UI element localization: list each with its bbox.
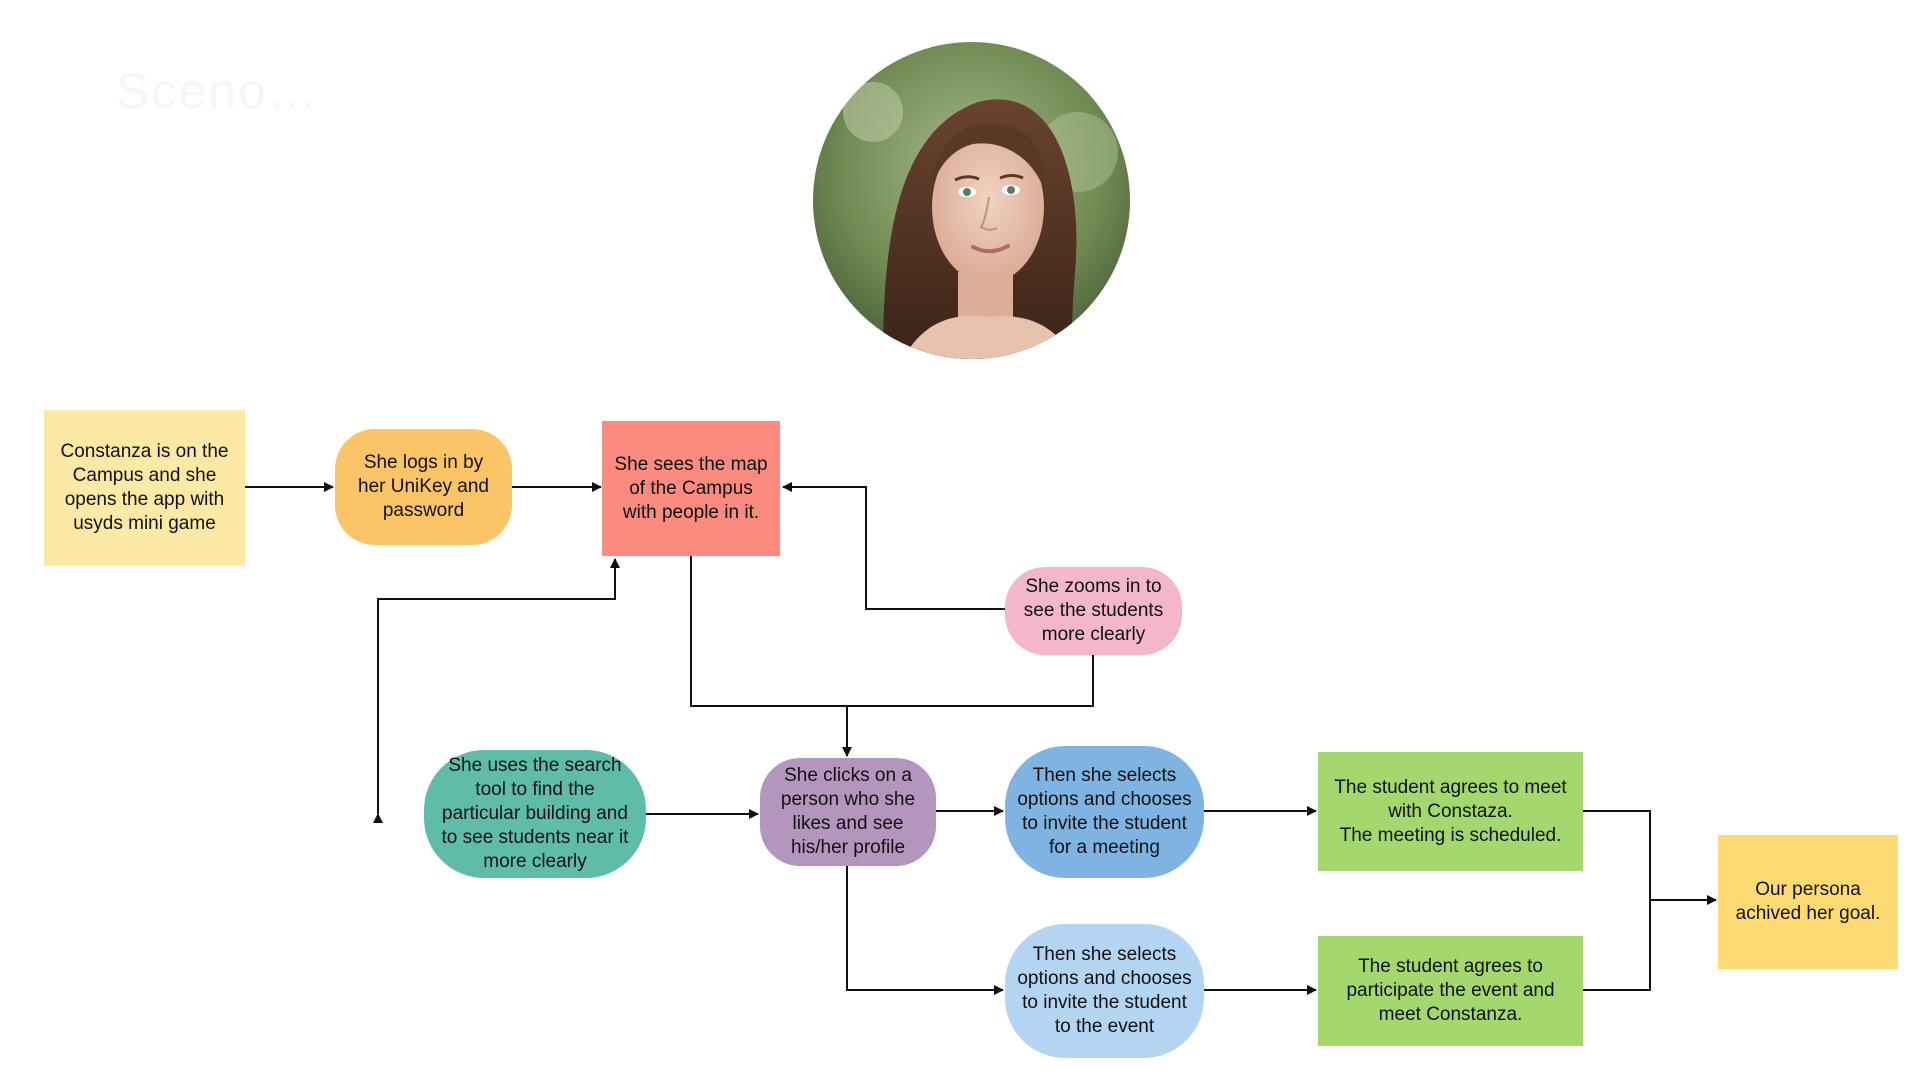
- edge-profile-to-event: [846, 866, 1004, 995]
- faded-title: Sceno…: [116, 63, 320, 119]
- node-zoom: She zooms in to see the students more cl…: [1005, 567, 1182, 655]
- node-invite-meeting: Then she selects options and chooses to …: [1005, 746, 1204, 878]
- node-invite-event-label: Then she selects options and chooses to …: [1017, 944, 1192, 1037]
- node-zoom-label: She zooms in to see the students more cl…: [1023, 576, 1164, 645]
- node-search-label: She uses the search tool to find the par…: [441, 755, 629, 872]
- node-invite-event: Then she selects options and chooses to …: [1005, 924, 1204, 1058]
- node-profile: She clicks on a person who she likes and…: [760, 758, 936, 866]
- persona-portrait-icon: [813, 42, 1130, 359]
- node-login: She logs in by her UniKey and password: [335, 429, 512, 545]
- node-agree-event: The student agrees to participate the ev…: [1318, 936, 1583, 1046]
- node-agree-meeting: The student agrees to meet with Constaza…: [1318, 752, 1583, 871]
- edge-agrees-to-goal: [1583, 810, 1716, 991]
- node-profile-label: She clicks on a person who she likes and…: [780, 765, 916, 858]
- node-agree-meeting-label: The student agrees to meet with Constaza…: [1334, 776, 1567, 846]
- node-goal-label: Our persona achived her goal.: [1735, 879, 1881, 924]
- node-map-label: She sees the map of the Campus with peop…: [614, 453, 768, 523]
- persona-avatar: [813, 42, 1130, 359]
- edge-zoom-to-map: [782, 482, 1012, 614]
- node-invite-meeting-label: Then she selects options and chooses to …: [1017, 765, 1192, 858]
- node-map: She sees the map of the Campus with peop…: [602, 421, 780, 556]
- node-goal: Our persona achived her goal.: [1718, 835, 1898, 969]
- edge-map-to-profile: [690, 556, 1094, 756]
- node-start-label: Constanza is on the Campus and she opens…: [60, 441, 229, 534]
- node-start: Constanza is on the Campus and she opens…: [44, 410, 245, 566]
- node-search: She uses the search tool to find the par…: [424, 750, 646, 878]
- node-login-label: She logs in by her UniKey and password: [358, 452, 489, 521]
- node-agree-event-label: The student agrees to participate the ev…: [1346, 956, 1555, 1025]
- edge-search-to-map: [373, 558, 620, 823]
